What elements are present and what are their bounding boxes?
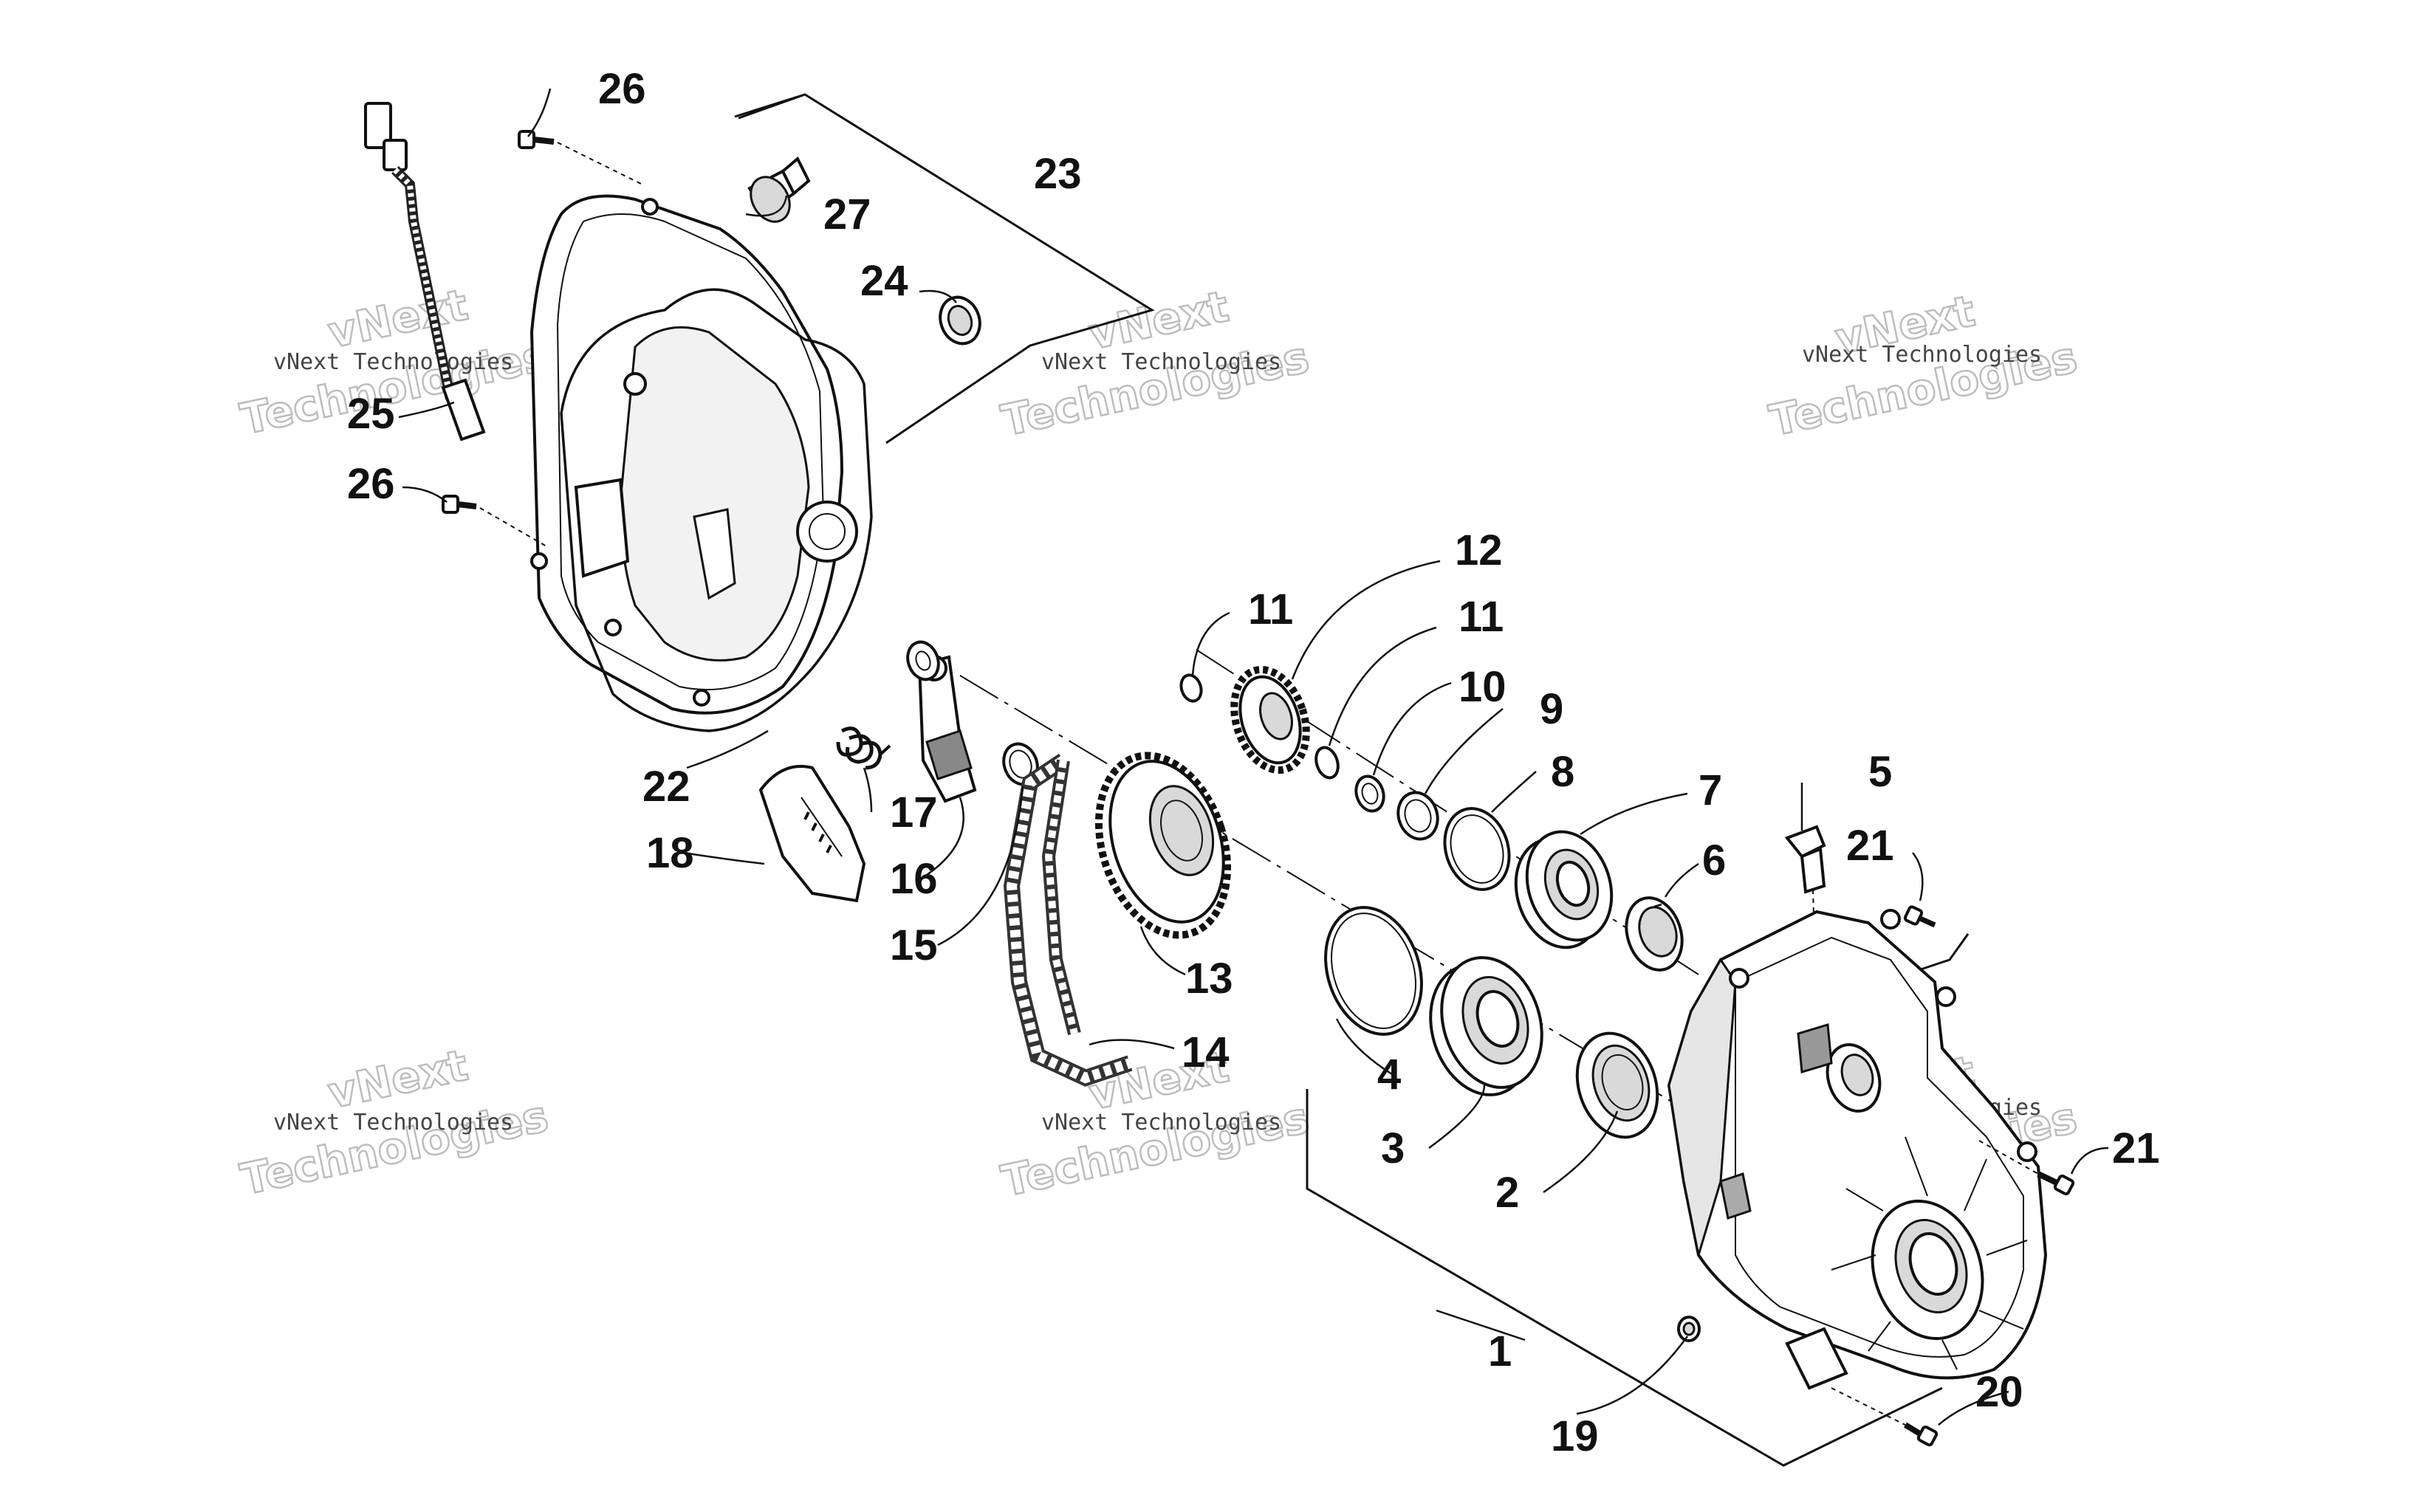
cover-bolt-hole bbox=[693, 689, 710, 707]
bolt-20 bbox=[1831, 1387, 1939, 1447]
housing-bolt-hole bbox=[1936, 986, 1956, 1007]
callout-16: 16 bbox=[890, 855, 938, 903]
housing-boss bbox=[1797, 1023, 1833, 1073]
watermark-small: vNext Technologies bbox=[273, 1110, 513, 1135]
snap-ring-11-left bbox=[1179, 673, 1203, 703]
callout-26-top: 26 bbox=[598, 65, 646, 113]
shaft-axis-line bbox=[959, 675, 1707, 1123]
callout-25: 25 bbox=[347, 390, 395, 438]
bolt-26-lower bbox=[442, 495, 547, 547]
sensor-connector bbox=[364, 102, 392, 149]
seal-2 bbox=[1575, 1031, 1659, 1139]
cover-bolt-hole bbox=[530, 552, 548, 570]
callout-7: 7 bbox=[1699, 766, 1722, 814]
bearing-3 bbox=[1429, 956, 1543, 1096]
housing-bolt-hole bbox=[1729, 968, 1749, 989]
cover-bolt-hole bbox=[641, 198, 659, 216]
housing-bolt-hole bbox=[1880, 909, 1901, 929]
cover-hole bbox=[623, 372, 647, 396]
filler-plug-27 bbox=[747, 156, 811, 223]
callout-10: 10 bbox=[1458, 663, 1506, 711]
callout-23: 23 bbox=[1034, 150, 1082, 198]
bolt-26-top bbox=[518, 130, 643, 185]
callout-3: 3 bbox=[1381, 1124, 1405, 1172]
bolt-21-top bbox=[1903, 905, 1936, 928]
bracket-1 bbox=[1306, 1089, 1943, 1467]
callout-22: 22 bbox=[642, 763, 690, 811]
snap-ring-8 bbox=[1443, 807, 1511, 891]
drain-plug-19 bbox=[1677, 1316, 1701, 1342]
drive-sprocket-12 bbox=[1230, 665, 1310, 774]
callout-17: 17 bbox=[890, 788, 938, 836]
callout-labels: 26 23 27 24 25 26 12 11 11 10 9 8 7 5 21… bbox=[347, 65, 2160, 1460]
callout-26-lower: 26 bbox=[347, 460, 395, 508]
callout-14: 14 bbox=[1182, 1028, 1230, 1076]
callout-1: 1 bbox=[1488, 1327, 1512, 1375]
watermark-big-line1: vNext bbox=[323, 1040, 472, 1118]
washer-9 bbox=[1396, 791, 1439, 841]
callout-12: 12 bbox=[1455, 526, 1503, 574]
leader-lines bbox=[398, 88, 2109, 1426]
cover-bolt-hole bbox=[604, 619, 622, 636]
callout-9: 9 bbox=[1540, 685, 1563, 733]
callout-19: 19 bbox=[1551, 1412, 1599, 1460]
watermark-small: vNext Technologies bbox=[1041, 349, 1281, 375]
sensor-connector-latch bbox=[383, 139, 408, 171]
cover-bracket bbox=[574, 478, 630, 578]
seal-6 bbox=[1625, 896, 1684, 972]
housing-mount bbox=[1719, 1172, 1752, 1220]
seal-24 bbox=[939, 295, 981, 346]
watermark-big-line1: vNext bbox=[1085, 281, 1233, 360]
callout-11-right: 11 bbox=[1458, 593, 1504, 641]
tensioner-blade-18 bbox=[758, 765, 866, 903]
spring-17 bbox=[836, 726, 891, 770]
housing-left-wall bbox=[1667, 958, 1737, 1256]
speed-sensor-harness bbox=[364, 102, 486, 441]
housing-bolt-hole bbox=[2017, 1141, 2037, 1162]
o-ring-4 bbox=[1324, 906, 1423, 1036]
cover-flange-edge bbox=[556, 213, 825, 691]
housing-tab bbox=[1785, 1327, 1848, 1390]
drive-chain-14 bbox=[1003, 753, 1133, 1087]
cover-boss-inner bbox=[809, 513, 846, 550]
driven-sprocket-13 bbox=[1094, 752, 1232, 939]
sensor-body bbox=[441, 378, 486, 441]
callout-24: 24 bbox=[860, 257, 908, 305]
washer-10 bbox=[1354, 774, 1385, 813]
callout-13: 13 bbox=[1185, 955, 1233, 1003]
watermark-big-line1: vNext bbox=[323, 280, 472, 358]
cover-slot bbox=[693, 508, 736, 600]
callout-2: 2 bbox=[1495, 1169, 1519, 1217]
chaincase-cover bbox=[529, 194, 858, 715]
washer-near-arm bbox=[906, 640, 940, 681]
bolt-21-right bbox=[1978, 1140, 2075, 1196]
watermark-small: vNext Technologies bbox=[1041, 1110, 1281, 1135]
callout-4: 4 bbox=[1377, 1051, 1401, 1099]
snap-ring-11-right bbox=[1314, 746, 1340, 780]
callout-21-right: 21 bbox=[2112, 1124, 2160, 1172]
callout-11-left: 11 bbox=[1248, 585, 1293, 633]
watermark-small: vNext Technologies bbox=[273, 349, 513, 375]
bracket-23-stub bbox=[738, 93, 806, 120]
callout-18: 18 bbox=[646, 829, 694, 877]
callout-20: 20 bbox=[1975, 1368, 2023, 1416]
watermark-big-line2: Technologies bbox=[236, 1090, 552, 1204]
callout-6: 6 bbox=[1702, 836, 1726, 884]
callout-5: 5 bbox=[1868, 748, 1892, 796]
callout-15: 15 bbox=[890, 921, 938, 969]
callout-21-top: 21 bbox=[1846, 822, 1894, 870]
bearing-7 bbox=[1514, 830, 1614, 949]
cover-boss bbox=[796, 501, 858, 563]
housing-face-edge bbox=[1735, 936, 2024, 1358]
cover-inner-face bbox=[619, 326, 810, 662]
chaincase-housing bbox=[1667, 909, 2048, 1390]
callout-27: 27 bbox=[823, 190, 871, 238]
housing-ribs bbox=[1831, 1136, 2028, 1370]
callout-8: 8 bbox=[1551, 748, 1574, 796]
cover-gasket bbox=[560, 288, 873, 732]
watermark-small: vNext Technologies bbox=[1802, 342, 2042, 368]
